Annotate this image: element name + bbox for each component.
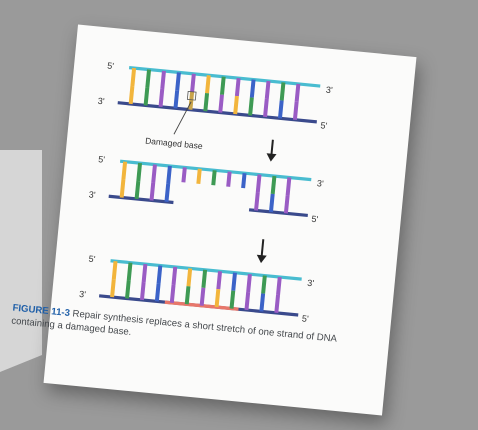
base-pair-bottom bbox=[164, 183, 171, 203]
base-pair-bottom bbox=[277, 100, 284, 119]
bottom-strand-right bbox=[248, 208, 308, 218]
base-pair-bottom bbox=[248, 97, 254, 116]
base-pair-top bbox=[231, 272, 237, 291]
base-pair-top bbox=[156, 265, 163, 284]
base-pair-bottom bbox=[233, 95, 239, 115]
base-pair-bottom bbox=[259, 293, 266, 312]
down-arrow-icon bbox=[266, 153, 277, 162]
strand-end-label-3-right: 3' bbox=[316, 178, 324, 189]
base-pair-unpaired bbox=[211, 170, 217, 186]
base-pair-top bbox=[261, 275, 267, 294]
base-pair-unpaired bbox=[181, 167, 187, 183]
base-pair-top bbox=[151, 164, 157, 183]
base-pair-top bbox=[145, 69, 152, 88]
base-pair-top bbox=[285, 177, 292, 196]
base-pair-top bbox=[111, 261, 118, 280]
bottom-strand bbox=[117, 101, 317, 124]
damaged-base-label: Damaged base bbox=[145, 136, 204, 152]
base-pair-bottom bbox=[229, 290, 236, 309]
damaged-base-marker bbox=[186, 90, 197, 101]
base-pair-bottom bbox=[199, 287, 206, 306]
base-pair-bottom bbox=[139, 281, 146, 301]
base-pair-bottom bbox=[184, 286, 191, 305]
base-pair-bottom bbox=[203, 93, 210, 112]
base-pair-bottom bbox=[263, 98, 269, 118]
base-pair-top bbox=[175, 72, 181, 91]
base-pair-bottom bbox=[218, 94, 224, 113]
strand-end-label-3-left: 3' bbox=[79, 289, 87, 300]
base-pair-top bbox=[279, 82, 286, 101]
strand-end-label-5-left: 5' bbox=[107, 61, 115, 72]
base-pair-top bbox=[171, 266, 178, 286]
base-pair-bottom bbox=[244, 291, 251, 311]
strand-end-label-3-left: 3' bbox=[97, 96, 105, 107]
base-pair-bottom bbox=[214, 289, 221, 308]
strand-end-label-5-left: 5' bbox=[88, 254, 96, 265]
base-pair-bottom bbox=[268, 193, 275, 213]
dna-repair-diagram: 5' 3' 3' 5' Damaged base 5' 3' 3' 5' 5' 3' 3' 5' bbox=[79, 61, 334, 324]
base-pair-bottom bbox=[110, 278, 116, 298]
strand-end-label-3-right: 3' bbox=[307, 278, 315, 289]
strand-end-label-3-left: 3' bbox=[88, 189, 96, 200]
base-pair-top bbox=[264, 80, 271, 100]
base-pair-top bbox=[190, 73, 196, 92]
base-pair-top bbox=[141, 263, 148, 283]
base-pair-top bbox=[201, 269, 208, 288]
base-pair-bottom bbox=[128, 85, 135, 105]
down-arrow-shaft bbox=[260, 239, 265, 257]
base-pair-top bbox=[160, 70, 166, 90]
strand-end-label-5-left: 5' bbox=[98, 154, 106, 165]
base-pair-top bbox=[186, 268, 193, 287]
down-arrow-icon bbox=[256, 254, 267, 264]
base-pair-top bbox=[166, 165, 172, 185]
base-pair-bottom bbox=[143, 87, 150, 106]
down-arrow-shaft bbox=[270, 139, 274, 155]
base-pair-bottom bbox=[134, 180, 141, 200]
base-pair-top bbox=[126, 262, 133, 281]
base-pair-top bbox=[255, 174, 262, 193]
base-pair-bottom bbox=[154, 283, 161, 302]
base-pair-top bbox=[246, 273, 252, 293]
base-pair-bottom bbox=[158, 88, 165, 108]
strand-end-label-5-right: 5' bbox=[301, 313, 309, 324]
base-pair-top bbox=[205, 75, 211, 94]
base-pair-bottom bbox=[173, 90, 180, 109]
base-pair-bottom bbox=[125, 280, 131, 299]
strand-end-label-5-right: 5' bbox=[311, 214, 319, 225]
base-pair-bottom bbox=[292, 101, 299, 120]
bottom-strand-left bbox=[108, 194, 174, 205]
base-pair-top bbox=[216, 271, 223, 290]
base-pair-top bbox=[294, 83, 301, 103]
base-pair-bottom bbox=[149, 182, 156, 201]
base-pair-top bbox=[130, 67, 137, 87]
base-pair-unpaired bbox=[241, 172, 247, 189]
base-pair-top bbox=[276, 276, 282, 296]
base-pair-top bbox=[121, 161, 128, 180]
base-pair-bottom bbox=[274, 294, 281, 314]
strand-end-label-5-right: 5' bbox=[320, 120, 328, 131]
strand-end-label-3-right: 3' bbox=[325, 85, 333, 96]
base-pair-top bbox=[136, 162, 143, 182]
base-pair-bottom bbox=[119, 179, 126, 198]
base-pair-unpaired bbox=[196, 168, 202, 184]
base-pair-top bbox=[270, 175, 277, 195]
base-pair-unpaired bbox=[226, 171, 232, 187]
base-pair-bottom bbox=[169, 284, 176, 303]
damaged-base-pointer bbox=[173, 101, 192, 135]
base-pair-bottom bbox=[188, 91, 195, 110]
base-pair-top bbox=[249, 79, 256, 98]
base-pair-bottom bbox=[254, 192, 260, 211]
base-pair-top bbox=[234, 77, 241, 97]
base-pair-top bbox=[219, 76, 226, 95]
adjacent-page-edge bbox=[0, 150, 42, 372]
base-pair-bottom bbox=[283, 195, 290, 214]
